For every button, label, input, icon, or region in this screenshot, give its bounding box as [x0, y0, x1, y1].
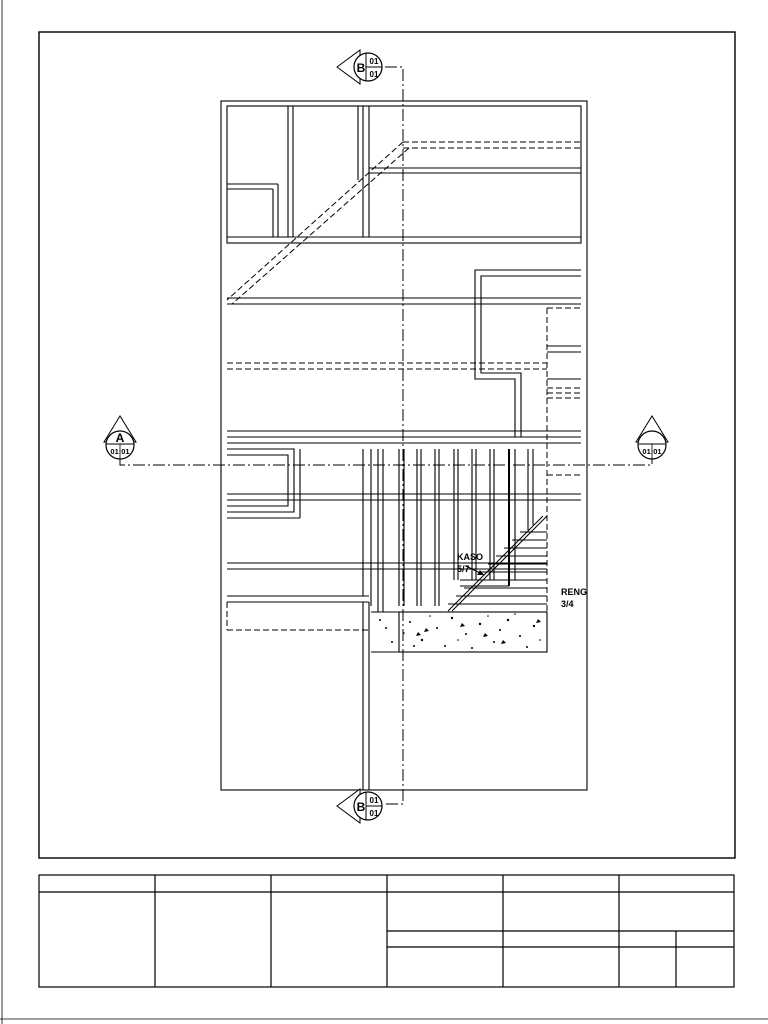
marker-ref: 01:01	[642, 447, 661, 456]
reng-size: 3/4	[561, 599, 574, 609]
section-marker-b-top: B 01 01	[336, 49, 383, 85]
annotation-kaso: KASO 5/7	[457, 552, 485, 576]
stair-battens	[447, 515, 548, 612]
marker-sheet-top: 01	[370, 796, 379, 805]
marker-sheet-bottom: 01	[370, 70, 379, 79]
kaso-label: KASO	[457, 552, 483, 562]
annotation-reng: RENG 3/4	[561, 587, 587, 609]
marker-letter: A	[116, 431, 125, 445]
marker-sheet-top: 01	[370, 57, 379, 66]
section-marker-right: 01:01	[635, 415, 669, 460]
section-marker-a-left: A 01:01	[103, 415, 137, 460]
marker-letter: B	[357, 800, 366, 814]
lower-left-room-walls	[227, 448, 370, 790]
inner-wall-line	[226, 105, 582, 244]
marker-letter: B	[357, 61, 366, 75]
concrete-slab	[371, 611, 548, 653]
stair-rafters	[370, 449, 534, 612]
reng-label: RENG	[561, 587, 587, 597]
kaso-size: 5/7	[457, 564, 470, 574]
marker-ref: 01:01	[110, 447, 129, 456]
drawing-frame	[38, 31, 736, 859]
floor-plan-drawing	[119, 66, 653, 805]
marker-sheet-bottom: 01	[370, 809, 379, 818]
top-left-room-walls	[227, 106, 581, 238]
section-lines	[119, 66, 653, 805]
outer-wall	[220, 100, 588, 791]
title-block	[38, 874, 735, 988]
section-marker-b-bottom: B 01 01	[336, 788, 383, 824]
hidden-lines	[226, 141, 581, 631]
right-room-walls	[474, 269, 581, 437]
